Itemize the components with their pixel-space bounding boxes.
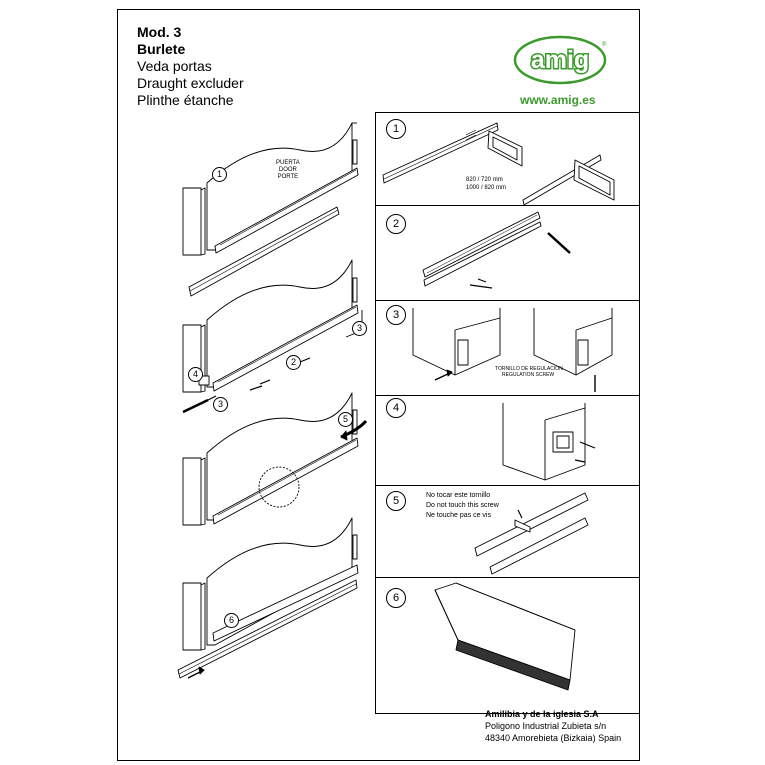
panel-divider: [375, 205, 640, 206]
panel-divider: [375, 395, 640, 396]
company-name: Amilibia y de la iglesia S.A: [485, 709, 599, 719]
registered-mark: ®: [602, 41, 607, 48]
regulation-label-es: TORNILLO DE REGULACION: [495, 366, 563, 372]
panel-3-illustration: [412, 308, 613, 392]
name-en: Draught excluder: [137, 75, 244, 91]
panel-2-number: 2: [386, 214, 406, 234]
step-4-illustration: [177, 517, 359, 679]
callout-4: 4: [188, 367, 203, 382]
panel-4-number: 4: [386, 398, 406, 418]
callout-2: 2: [286, 355, 301, 370]
address-line-1: Poligono Industrial Zubieta s/n: [485, 721, 607, 731]
logo-text: amig: [531, 46, 589, 74]
panel-5-warning: No tocar este tornillo Do not touch this…: [426, 492, 499, 519]
step-2-illustration: [182, 259, 363, 414]
amig-logo: amig ®: [513, 35, 607, 85]
panel-6-illustration: [434, 582, 576, 691]
panel-divider: [375, 713, 640, 714]
callout-5: 5: [338, 412, 353, 427]
panel-5-number: 5: [386, 491, 406, 511]
company-address: Amilibia y de la iglesia S.A Poligono In…: [485, 708, 621, 744]
panel-1-number: 1: [386, 119, 406, 139]
address-line-2: 48340 Amorebieta (Bizkaia) Spain: [485, 733, 622, 743]
panel-1-sizes: 820 / 720 mm 1000 / 820 mm: [466, 177, 507, 191]
panel-divider: [375, 485, 640, 486]
step-3-illustration: [182, 392, 368, 526]
callout-3-lower: 3: [213, 397, 228, 412]
model-label: Mod. 3: [137, 24, 182, 40]
door-label: PUERTA DOOR PORTE: [276, 160, 300, 180]
panel-1-illustration: [382, 122, 615, 206]
panel-4-illustration: [502, 403, 596, 481]
left-step-1-marker: 1: [212, 167, 227, 182]
panel-2-illustration: [422, 211, 571, 289]
panel-divider: [375, 300, 640, 301]
callout-6: 6: [224, 613, 239, 628]
panel-5-illustration: [474, 492, 589, 575]
callout-3-upper: 3: [352, 321, 367, 336]
panel-3-number: 3: [386, 305, 406, 325]
steps-panel-grid: [375, 112, 640, 714]
panel-6-number: 6: [386, 588, 406, 608]
panel-divider: [375, 577, 640, 578]
regulation-label-en: REGULATION SCREW: [502, 372, 554, 378]
product-label: Burlete: [137, 41, 186, 57]
name-fr: Plinthe étanche: [137, 92, 234, 108]
website-url: www.amig.es: [520, 93, 596, 107]
header: Mod. 3 Burlete Veda portas Draught exclu…: [137, 24, 244, 109]
name-es: Veda portas: [137, 58, 212, 74]
step-1-illustration: [182, 122, 359, 297]
